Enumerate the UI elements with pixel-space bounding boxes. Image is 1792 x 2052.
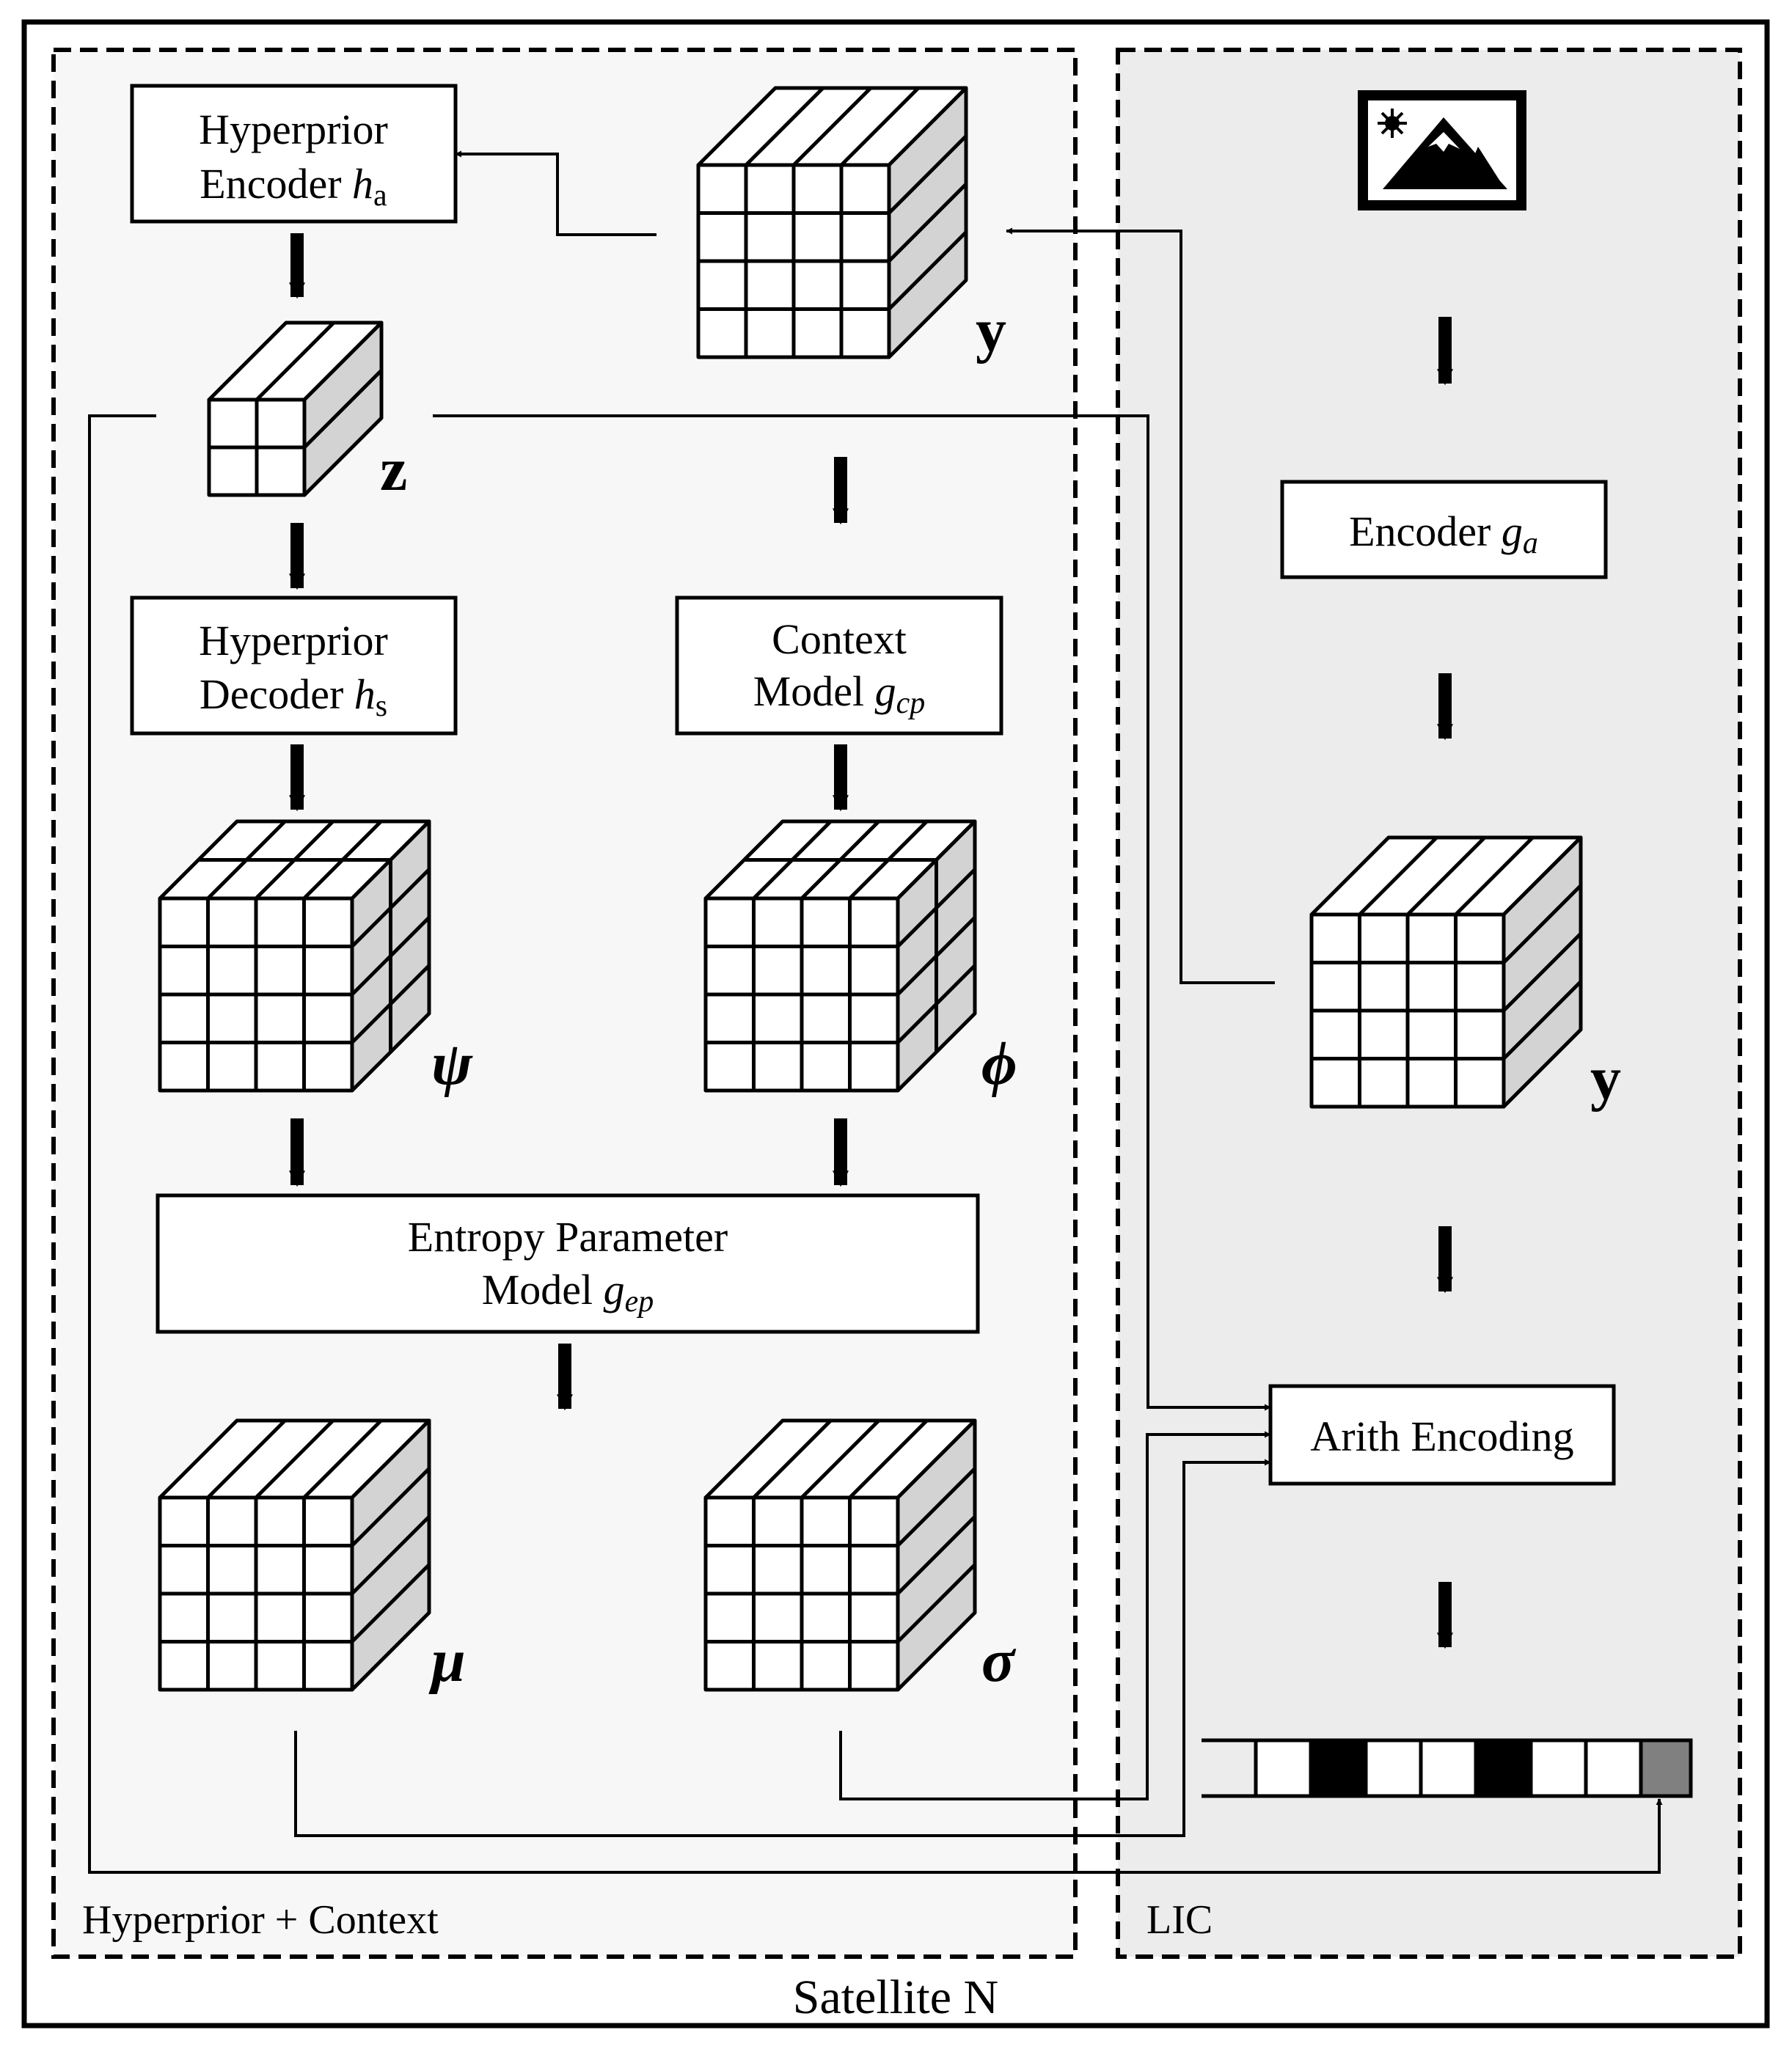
tensor-label-y-left: y (976, 296, 1006, 364)
tensor-cube-phi (703, 819, 977, 1093)
hyperprior-encoder-box: Hyperprior Encoder ha (130, 84, 458, 224)
entropy-parameter-box: Entropy Parameter Model gep (156, 1193, 980, 1334)
tensor-cube-y-right (1309, 835, 1583, 1109)
hyperprior-encoder-line1: Hyperprior (199, 106, 388, 153)
tensor-label-sigma: σ (981, 1627, 1017, 1695)
hyperprior-encoder-line2: Encoder ha (200, 160, 387, 213)
tensor-cube-z (207, 320, 384, 497)
hyperprior-decoder-line1: Hyperprior (199, 617, 388, 664)
tensor-label-mu: μ (428, 1627, 466, 1695)
bitstream (1202, 1738, 1693, 1798)
tensor-cube-psi (158, 819, 431, 1093)
entropy-parameter-line1: Entropy Parameter (408, 1213, 728, 1261)
connector-y-to-hyperprior-encoder (455, 150, 657, 236)
region-label-lic: LIC (1146, 1897, 1213, 1943)
connector-y-right-to-y-left (1006, 227, 1275, 984)
hyperprior-decoder-line2: Decoder hs (200, 670, 387, 723)
context-model-line1: Context (772, 615, 907, 663)
tensor-cube-mu (158, 1418, 431, 1692)
hyperprior-decoder-box: Hyperprior Decoder hs (130, 596, 458, 736)
tensor-label-phi: ϕ (981, 1030, 1017, 1098)
arith-encoding-box: Arith Encoding (1268, 1384, 1616, 1486)
connector-mu-to-arith (294, 1459, 1271, 1837)
encoder-box: Encoder ga (1280, 480, 1608, 579)
connector-sigma-to-arith (839, 1431, 1271, 1800)
tensor-cube-y-left (696, 86, 968, 359)
encoder-label: Encoder ga (1349, 507, 1538, 560)
connector-z-to-bitstream (88, 414, 1663, 1874)
tensor-label-z: z (380, 436, 407, 504)
image-icon (1358, 90, 1526, 210)
arith-encoding-label: Arith Encoding (1310, 1412, 1573, 1460)
connector-z-to-arith (433, 414, 1271, 1411)
entropy-parameter-line2: Model gep (482, 1266, 654, 1319)
context-model-box: Context Model gcp (675, 596, 1003, 736)
frame-title: Satellite N (793, 1971, 998, 2024)
tensor-cubes (158, 86, 1583, 1692)
context-model-line2: Model gcp (753, 667, 926, 720)
tensor-label-psi: ψ (431, 1030, 473, 1098)
tensor-label-y-right: y (1590, 1044, 1621, 1113)
tensor-cube-sigma (703, 1418, 977, 1692)
region-label-hyperprior-context: Hyperprior + Context (82, 1897, 439, 1943)
